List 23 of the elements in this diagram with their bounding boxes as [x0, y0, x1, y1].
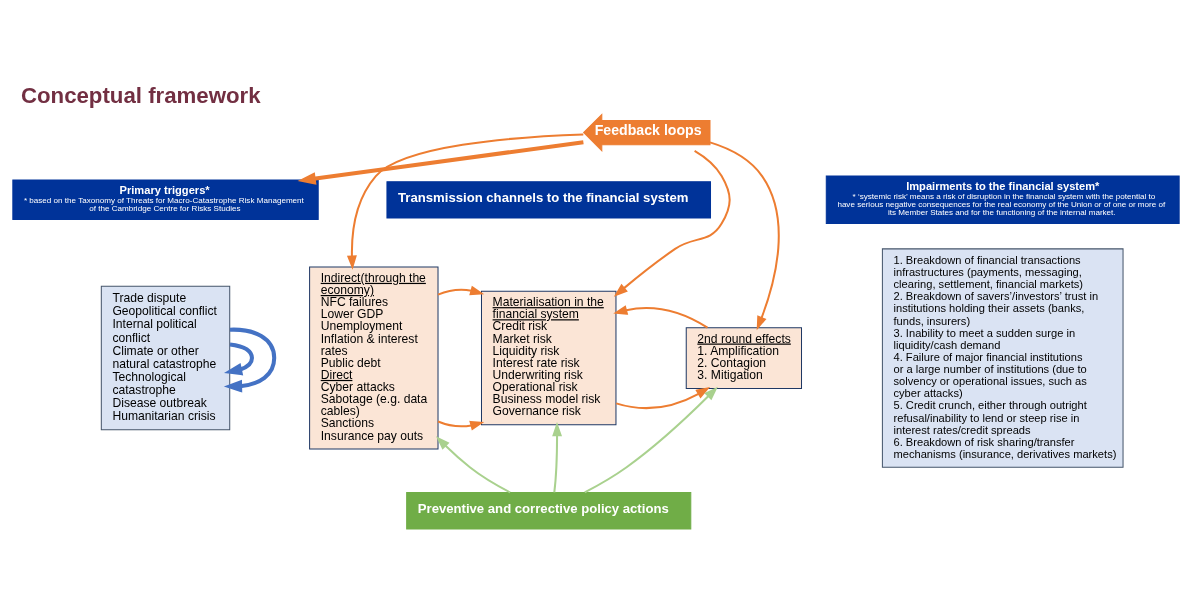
arrow — [436, 435, 511, 493]
node-box: Trade dispute Geopolitical conflict Internal political conflict Climate or other natural catastrophe Technological catastrophe Disease outbreak Humanitarian crisis — [100, 285, 231, 430]
node-box: Primary triggers* * based on the Taxonomy of Threats for Macro-Catastrophe Risk Management of the Cambridge Centre for Risks Studies — [12, 179, 319, 220]
diagram-title: Conceptual framework — [20, 82, 261, 108]
node-box: Materialisation in the financial system Credit risk Market risk Liquidity risk Interest rate risk Underwriting risk Operational risk Business model risk Governance risk — [481, 290, 617, 425]
node-box: Preventive and corrective policy actions — [406, 491, 692, 529]
arrow — [437, 285, 485, 296]
node-box: Indirect(through the economy) NFC failures Lower GDP Unemployment Inflation & interest rates Public debt Direct Cyber attacks Sabotage (e.g. data cables) Sanctions Insurance pay outs — [309, 266, 439, 450]
arrow — [615, 386, 711, 409]
arrow — [297, 139, 584, 185]
arrow — [709, 140, 780, 330]
arrow — [224, 341, 254, 375]
arrow — [346, 132, 584, 270]
arrow — [552, 421, 563, 493]
node-box: Transmission channels to the financial system — [386, 180, 711, 219]
arrow — [437, 420, 485, 430]
node-box: 2nd round effects 1. Amplification 2. Contagion 3. Mitigation — [685, 326, 802, 389]
node-box: 1. Breakdown of financial transactions infrastructures (payments, messaging, clearing, settlement, financial markets) 2. Breakdown of savers’/investors’ trust in institutions holding their assets (banks, funds, insurers) 3. Inability to meet a sudden surge in liquidity/cash demand 4. Failure of major financial institutions or a large number of institutions (due to solvency or operational issues, such as cyber attacks) 5. Credit crunch, either through outright refusal/inability to lend or steep rise in interest rates/credit spreads 6. Breakdown of risk sharing/transfer mechanisms (insurance, derivatives markets) — [881, 247, 1124, 468]
arrow — [223, 327, 277, 393]
arrow — [613, 149, 731, 297]
node-box: Impairments to the financial system* * ‘systemic risk’ means a risk of disruption in the financial system with the potential to have serious negative consequences for the real economy of the Union or of one or more of its Member States and for the functioning of the internal market. — [825, 175, 1180, 224]
arrow — [613, 304, 708, 329]
arrow — [584, 386, 718, 493]
